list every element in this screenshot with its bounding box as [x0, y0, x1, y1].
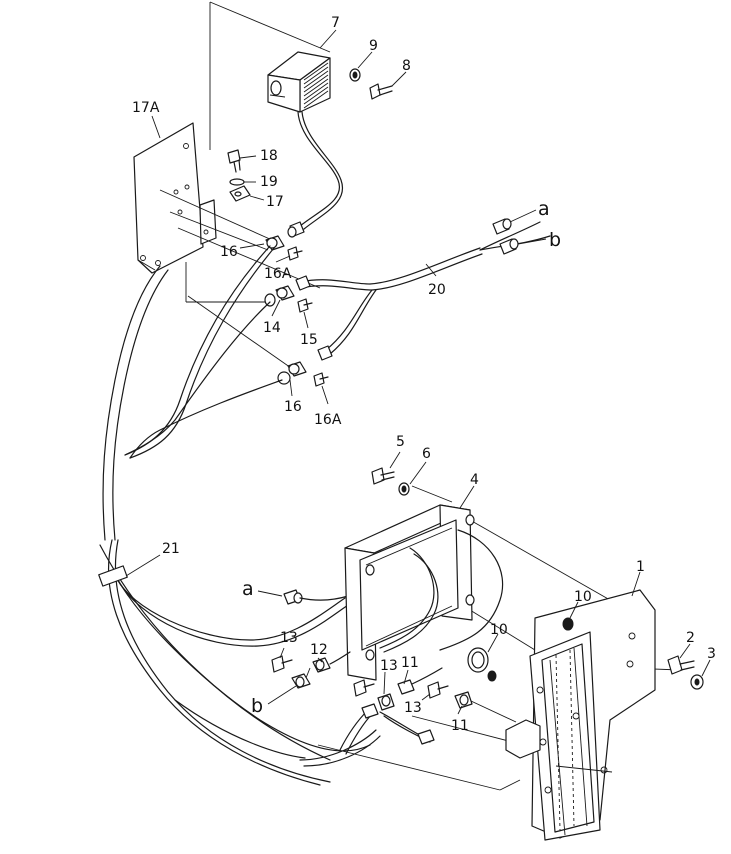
callout-8: 8 — [402, 58, 411, 74]
nut-10-ring — [467, 647, 497, 682]
callout-19: 19 — [260, 174, 278, 190]
bolt-13-middle — [353, 679, 375, 697]
callout-11-left: 11 — [401, 655, 419, 671]
cable-from-unit-7 — [297, 111, 341, 227]
callout-13-right: 13 — [404, 700, 422, 716]
callout-b-lower: b — [251, 695, 263, 717]
callout-20: 20 — [428, 282, 446, 298]
bolt-13-left — [271, 655, 293, 673]
guide-lines — [159, 1, 681, 791]
bolt-16A-lower — [313, 372, 329, 387]
washer-3 — [690, 674, 704, 690]
callout-11-right: 11 — [451, 718, 469, 734]
leader-lines — [151, 29, 711, 715]
washer-9 — [349, 68, 361, 82]
callout-7: 7 — [331, 15, 340, 31]
callout-16A-upper: 16A — [264, 266, 292, 282]
clamp-11-right — [454, 691, 473, 709]
callout-labels: 7 9 8 17A 18 19 17 16 16A 14 15 16 16A 2… — [132, 15, 716, 734]
unit-box-7 — [267, 51, 331, 113]
frame-4 — [344, 504, 504, 681]
bolt-13-right — [427, 681, 449, 699]
callout-6: 6 — [422, 446, 431, 462]
callout-12: 12 — [310, 642, 328, 658]
clamp-16-lower — [277, 361, 307, 385]
callout-b-upper: b — [549, 229, 561, 251]
nut-10-upper — [562, 617, 574, 631]
clamp-12 — [291, 651, 351, 689]
cable-bundle-21 — [98, 245, 381, 786]
callout-16A-lower: 16A — [314, 412, 342, 428]
wire-harness-20 — [295, 218, 551, 361]
callout-15: 15 — [300, 332, 318, 348]
callout-9: 9 — [369, 38, 378, 54]
bolt-8 — [369, 83, 393, 100]
callout-18: 18 — [260, 148, 278, 164]
callout-4: 4 — [470, 472, 479, 488]
callout-16-lower: 16 — [284, 399, 302, 415]
callout-2: 2 — [686, 630, 695, 646]
clamp-16-upper — [265, 235, 285, 251]
callout-13-middle: 13 — [380, 658, 398, 674]
washer-19 — [229, 178, 245, 186]
callout-a-upper: a — [538, 198, 550, 220]
callout-21: 21 — [162, 541, 180, 557]
callout-10-lower: 10 — [490, 622, 508, 638]
lower-harness — [339, 709, 369, 751]
bolt-5 — [371, 467, 395, 485]
bracket-1 — [505, 589, 656, 841]
callout-10-upper: 10 — [574, 589, 592, 605]
plate-17A — [133, 122, 217, 274]
bolt-2 — [667, 655, 695, 675]
connector-cable-7 — [287, 221, 305, 238]
clamp-14 — [264, 285, 295, 307]
callout-5: 5 — [396, 434, 405, 450]
callout-a-lower: a — [242, 578, 254, 600]
bolt-15 — [297, 298, 313, 313]
bolt-18 — [227, 149, 241, 173]
clamp-17 — [229, 185, 251, 202]
connector-a — [283, 589, 349, 605]
callout-16-upper: 16 — [220, 244, 238, 260]
bolt-16A-upper — [287, 246, 303, 261]
callout-13-left: 13 — [280, 630, 298, 646]
callout-3: 3 — [707, 646, 716, 662]
callout-14: 14 — [263, 320, 281, 336]
callout-17A: 17A — [132, 100, 160, 116]
clamp-11-left — [377, 667, 443, 711]
washer-6 — [398, 482, 410, 496]
callout-1: 1 — [636, 559, 645, 575]
callout-17: 17 — [266, 194, 284, 210]
